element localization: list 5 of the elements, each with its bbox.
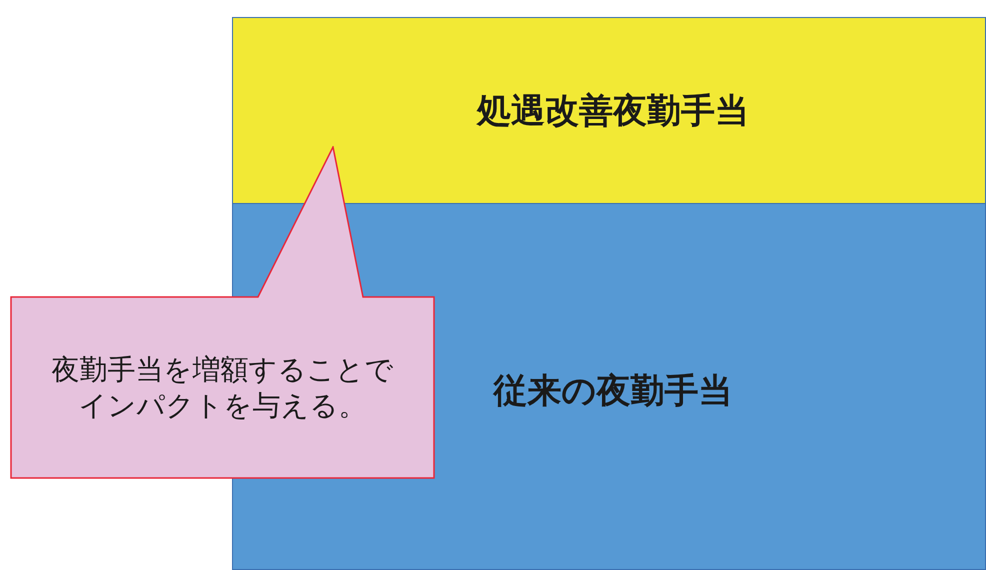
block-label: 従来の夜勤手当 bbox=[494, 370, 732, 414]
block-label: 処遇改善夜勤手当 bbox=[477, 90, 749, 134]
callout-text: 夜勤手当を増額することでインパクトを与える。 bbox=[50, 352, 394, 424]
speech-bubble-tooltip bbox=[10, 146, 436, 480]
allowance-block bbox=[232, 17, 986, 204]
